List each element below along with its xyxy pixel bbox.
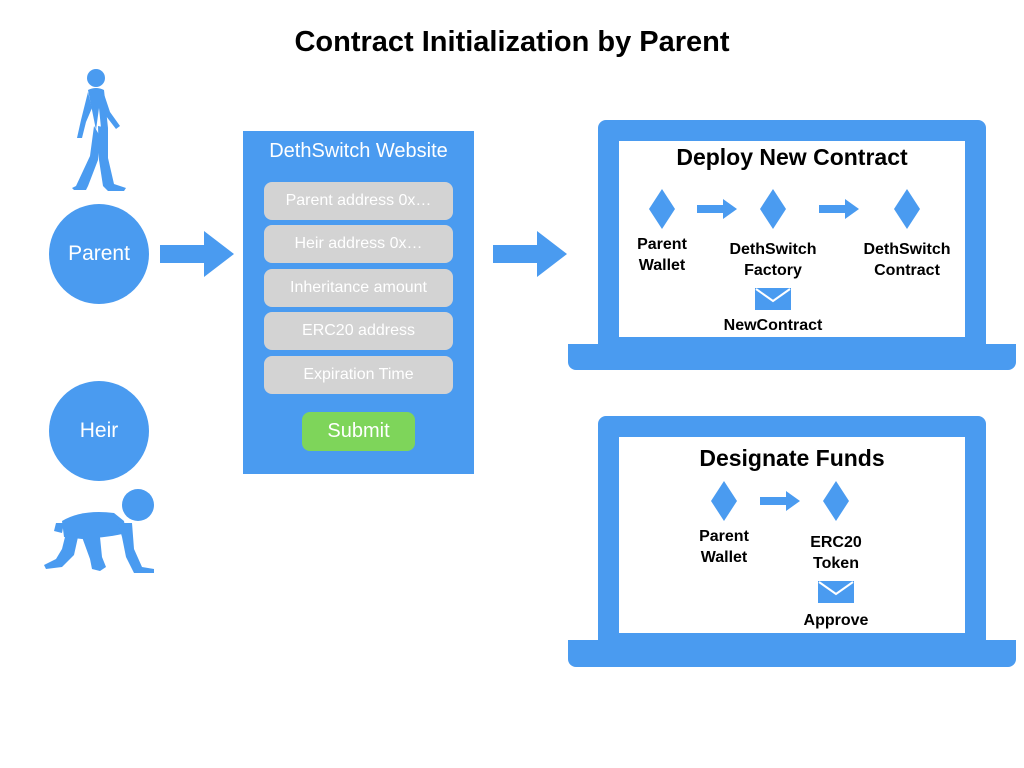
arrow-right-icon bbox=[160, 231, 234, 277]
deploy-node-parent-wallet: Parent Wallet bbox=[637, 236, 687, 274]
deploy-event-label: NewContract bbox=[723, 317, 823, 334]
parent-label: Parent bbox=[68, 242, 130, 265]
heir-address-field[interactable]: Heir address 0x… bbox=[264, 225, 453, 263]
ethereum-diamond-icon bbox=[894, 189, 920, 229]
parent-circle: Parent bbox=[49, 204, 149, 304]
diagram-title: Contract Initialization by Parent bbox=[294, 26, 730, 58]
website-form-panel: DethSwitch Website Parent address 0x… He… bbox=[243, 131, 474, 474]
ethereum-diamond-icon bbox=[711, 481, 737, 521]
laptop-screen bbox=[619, 437, 965, 633]
deploy-node-contract: DethSwitch Contract bbox=[863, 241, 951, 279]
envelope-icon bbox=[755, 288, 791, 310]
heir-circle: Heir bbox=[49, 381, 149, 481]
website-title: DethSwitch Website bbox=[269, 140, 448, 162]
arrow-right-icon bbox=[819, 199, 859, 219]
deploy-contract-laptop: Deploy New Contract Parent Wallet DethSw… bbox=[568, 120, 1016, 370]
designate-funds-laptop: Designate Funds Parent Wallet ERC20 Toke… bbox=[568, 416, 1016, 667]
ethereum-diamond-icon bbox=[649, 189, 675, 229]
inheritance-amount-field[interactable]: Inheritance amount bbox=[264, 269, 453, 307]
arrow-right-icon bbox=[493, 231, 567, 277]
funds-panel-title: Designate Funds bbox=[699, 445, 885, 471]
parent-address-field[interactable]: Parent address 0x… bbox=[264, 182, 453, 220]
laptop-base bbox=[568, 640, 1016, 667]
laptop-screen bbox=[619, 141, 965, 337]
submit-button[interactable]: Submit bbox=[302, 412, 415, 451]
funds-node-erc20-token: ERC20 Token bbox=[810, 534, 862, 572]
arrow-right-icon bbox=[760, 491, 800, 511]
expiration-time-field[interactable]: Expiration Time bbox=[264, 356, 453, 394]
erc20-address-field[interactable]: ERC20 address bbox=[264, 312, 453, 350]
funds-node-parent-wallet: Parent Wallet bbox=[699, 528, 749, 566]
deploy-node-factory: DethSwitch Factory bbox=[729, 241, 817, 279]
ethereum-diamond-icon bbox=[823, 481, 849, 521]
laptop-base bbox=[568, 344, 1016, 370]
crawling-baby-icon bbox=[42, 487, 158, 573]
deploy-panel-title: Deploy New Contract bbox=[676, 144, 908, 170]
arrow-right-icon bbox=[697, 199, 737, 219]
ethereum-diamond-icon bbox=[760, 189, 786, 229]
envelope-icon bbox=[818, 581, 854, 603]
walking-person-icon bbox=[68, 68, 126, 192]
heir-label: Heir bbox=[79, 419, 119, 442]
funds-event-label: Approve bbox=[803, 612, 869, 629]
